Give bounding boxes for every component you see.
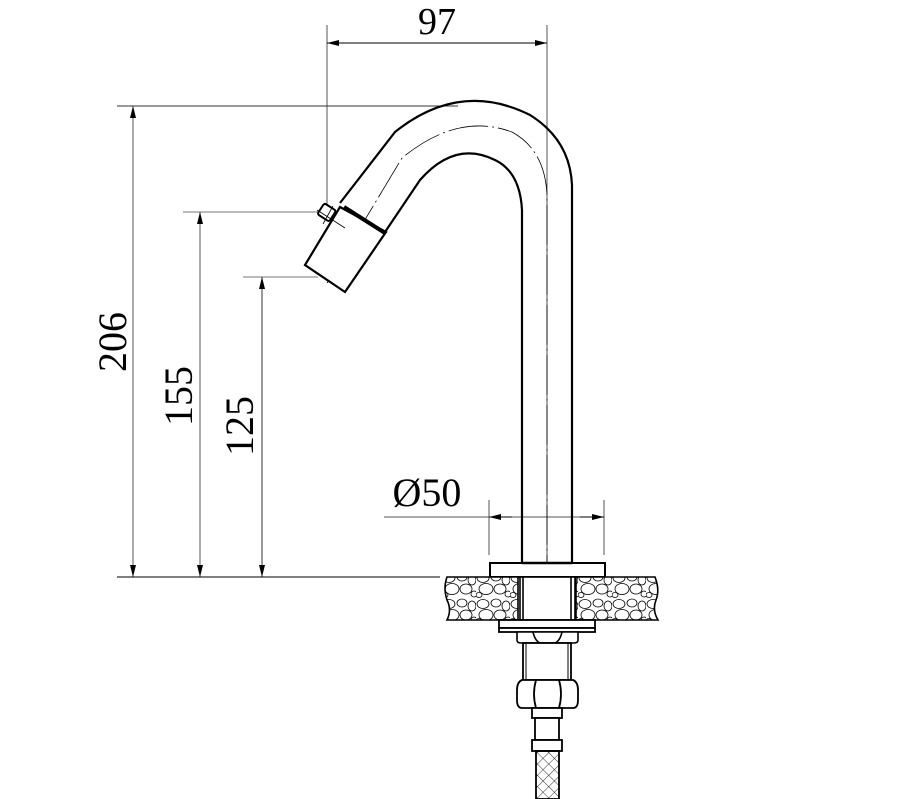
countertop-section — [444, 576, 660, 621]
dimension-diameter-50: Ø50 — [384, 470, 605, 555]
spout-centerline — [326, 125, 548, 582]
lower-shank — [522, 642, 572, 681]
lock-nut — [516, 631, 579, 644]
dimension-label-d50: Ø50 — [393, 470, 462, 515]
base-flange — [489, 562, 606, 578]
dimension-height-206: 206 — [90, 105, 458, 577]
dimension-label-206: 206 — [90, 312, 135, 372]
nozzle-seam — [342, 205, 387, 235]
sensor-crosshair-h — [316, 209, 346, 229]
outlet-nozzle — [303, 202, 388, 294]
countertop-right — [575, 576, 660, 621]
hex-connector-nut — [516, 679, 579, 709]
braided-hose — [535, 750, 560, 799]
sensor-crosshair-v — [322, 205, 334, 225]
dimension-label-97: 97 — [418, 1, 456, 43]
gooseneck-spout — [339, 99, 574, 570]
dimension-height-155: 155 — [156, 211, 318, 577]
threaded-shank — [519, 576, 576, 621]
spout-inner-contour — [384, 152, 524, 570]
dimension-height-125: 125 — [217, 276, 318, 577]
dimension-label-125: 125 — [217, 396, 262, 456]
washer-plate — [498, 619, 596, 633]
spout-outer-contour — [339, 99, 574, 570]
dimension-label-155: 155 — [156, 366, 201, 426]
hose-fitting — [531, 707, 563, 752]
countertop-left — [444, 576, 519, 621]
nozzle-body — [303, 205, 388, 294]
sensor-pin — [317, 202, 337, 222]
